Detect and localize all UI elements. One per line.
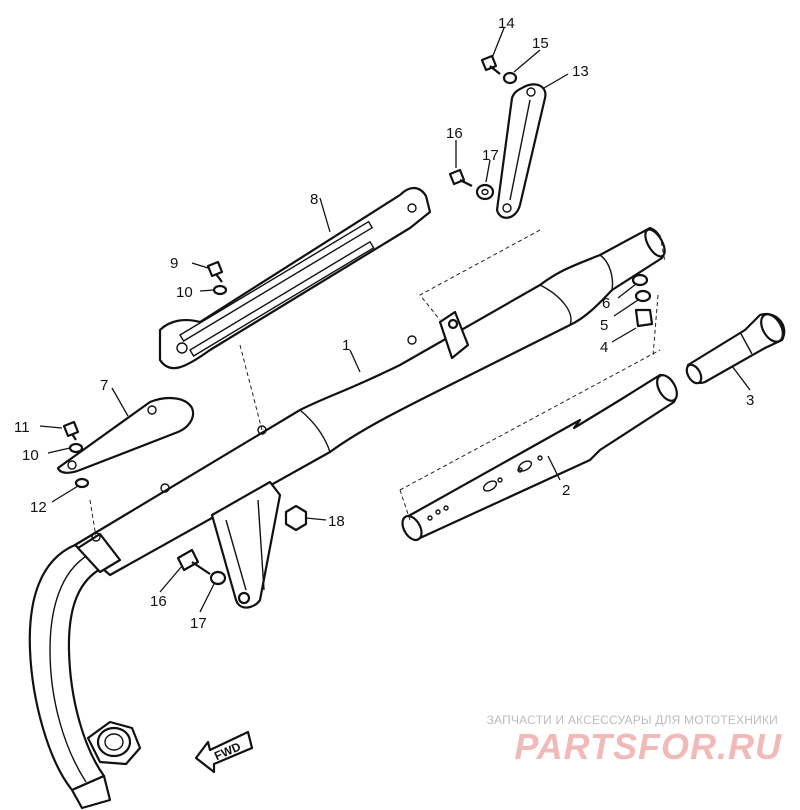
callout-4: 4 bbox=[600, 339, 608, 356]
heat-shield-plate bbox=[56, 396, 195, 474]
callout-7: 7 bbox=[100, 377, 108, 394]
alignment-lines bbox=[89, 229, 666, 538]
baffle-tube bbox=[401, 373, 678, 542]
part-callouts: 1 2 3 4 5 6 7 8 9 10 10 11 12 13 14 15 1… bbox=[14, 15, 754, 632]
callout-17-upper: 17 bbox=[482, 147, 499, 164]
callout-11: 11 bbox=[14, 419, 30, 436]
muffler-stay-bracket bbox=[495, 83, 547, 219]
callout-16-lower: 16 bbox=[150, 593, 167, 610]
callout-17-lower: 17 bbox=[190, 615, 207, 632]
heat-shield bbox=[158, 186, 432, 370]
callout-13: 13 bbox=[572, 63, 589, 80]
main-muffler bbox=[73, 226, 666, 577]
callout-9: 9 bbox=[170, 255, 178, 272]
callout-16-upper: 16 bbox=[446, 125, 463, 142]
callout-10-lower: 10 bbox=[22, 447, 39, 464]
watermark-tagline: ЗАПЧАСТИ И АКСЕССУАРЫ ДЛЯ МОТОТЕХНИКИ bbox=[486, 713, 778, 727]
callout-14: 14 bbox=[498, 15, 515, 32]
muffler-lower-bracket bbox=[210, 480, 282, 609]
tail-pipe-end-cap bbox=[685, 312, 786, 385]
callout-18: 18 bbox=[328, 513, 345, 530]
callout-6: 6 bbox=[602, 295, 610, 312]
exhaust-nut bbox=[70, 720, 142, 810]
fwd-direction-arrow: FWD bbox=[194, 730, 254, 774]
watermark-logo: PARTSFOR.RU bbox=[514, 726, 782, 767]
callout-8: 8 bbox=[310, 191, 318, 208]
callout-3: 3 bbox=[746, 392, 754, 409]
callout-15: 15 bbox=[532, 35, 549, 52]
callout-12: 12 bbox=[30, 499, 47, 516]
callout-5: 5 bbox=[600, 317, 608, 334]
leader-lines bbox=[39, 27, 751, 613]
callout-10-upper: 10 bbox=[176, 284, 193, 301]
exhaust-pipe-bend bbox=[28, 543, 106, 792]
fwd-label: FWD bbox=[212, 739, 243, 763]
callout-2: 2 bbox=[562, 482, 570, 499]
fasteners bbox=[62, 54, 654, 586]
callout-1: 1 bbox=[342, 337, 350, 354]
